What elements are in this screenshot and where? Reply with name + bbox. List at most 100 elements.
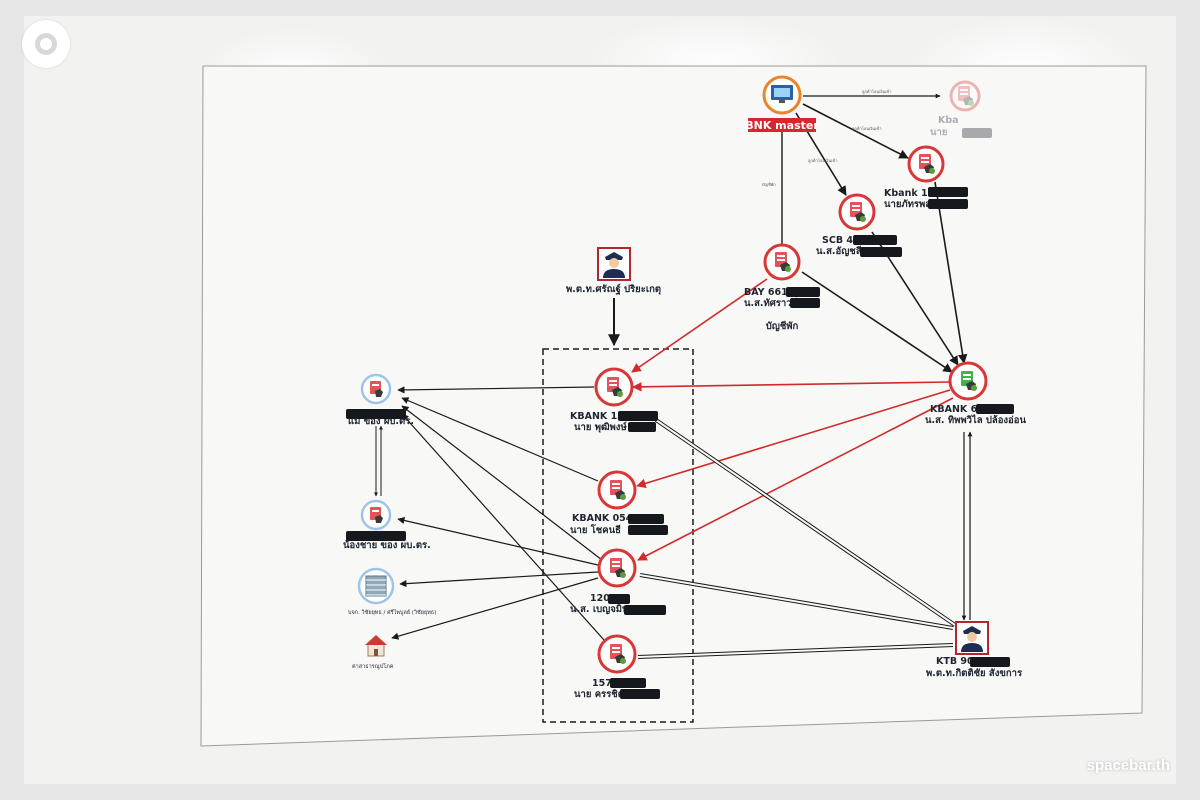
edge-label: บัญชีพัก (762, 182, 776, 187)
edge-master-to-133 (802, 103, 909, 159)
node-utility: ค่าสาธารณูปโภค (352, 635, 394, 670)
redaction-bar (610, 678, 646, 688)
redaction-bar (976, 404, 1014, 414)
redaction-bar (790, 298, 820, 308)
edge-137-to-mother (397, 386, 595, 394)
master-label: BNK master (745, 119, 819, 132)
node-label: KBANK 0541 (572, 513, 639, 524)
node-label: แม่ ของ ผบ.ตร. (348, 416, 414, 427)
node-label: นาย (930, 127, 947, 138)
edge-157-to-902-inner (637, 644, 954, 658)
edge-label: ลูกค้าโอนเงินเข้า (862, 89, 891, 95)
redaction-bar (928, 187, 968, 197)
node-label: KTB 902 (936, 656, 980, 667)
bank-account-icon (610, 558, 626, 578)
edge-120-to-brother (397, 516, 599, 566)
node-mother: แม่ ของ ผบ.ตร. (346, 373, 414, 427)
node-company: บจก. วิชัยยุทธ / ศรีไพบูลย์ (วิชัยยุทธ) (348, 567, 436, 616)
edge-133-to-652 (934, 181, 968, 364)
node-label: Kba (938, 115, 959, 126)
node-label: Kbank 133 (884, 188, 941, 199)
node-police_top: พ.ต.ท.ศรัณฐ์ ปริยะเกตุ (566, 247, 661, 295)
node-label: นาย พุฒิพงษ์ (574, 421, 627, 433)
edge-652-to-137 (632, 381, 951, 392)
redaction-bar (346, 409, 406, 419)
node-label: น.ส. ทิพพวิไล ปล้องอ่อน (925, 414, 1026, 426)
police-officer-icon (955, 621, 989, 655)
house-icon (365, 635, 387, 657)
master-label-bg (748, 118, 816, 132)
node-label: น้องชาย ของ ผบ.ตร. (343, 539, 431, 551)
node-label: นาย ครรชิต (574, 689, 624, 700)
node-label: น.ส. เบญจมิน (570, 604, 629, 615)
node-label: KBANK 137 (570, 411, 630, 422)
node-label: KBANK 652 (930, 404, 990, 415)
edge-120-to-mother (401, 405, 603, 561)
brand-logo-icon (22, 20, 70, 68)
node-bnk-master: BNK master (745, 75, 819, 132)
edge-120-to-utility (391, 577, 599, 640)
edge-label: ลูกค้าโอนเงินเข้า (808, 158, 837, 164)
bank-account-icon (958, 86, 974, 106)
redaction-bar (628, 422, 656, 432)
redaction-bar (970, 657, 1010, 667)
node-label: 157 (592, 678, 612, 689)
bank-account-icon (961, 371, 977, 391)
edge-661-to-137 (631, 278, 768, 373)
police-officer-icon (597, 247, 631, 281)
node-label: น.ส.อัญชลี (816, 245, 862, 257)
group-box (542, 348, 694, 723)
node-label: บจก. วิชัยยุทธ / ศรีไพบูลย์ (วิชัยยุทธ) (348, 609, 436, 616)
edge-661-to-652 (801, 271, 953, 373)
redaction-bar (853, 235, 897, 245)
bank-account-icon (610, 644, 626, 664)
node-label: พ.ต.ท.ศรัณฐ์ ปริยะเกตุ (566, 283, 661, 295)
redaction-bar (786, 287, 820, 297)
redaction-bar (624, 605, 666, 615)
bank-account-blue-icon (370, 507, 383, 523)
edge-157-to-mother (401, 413, 605, 641)
edge-054-to-mother (401, 397, 599, 482)
redaction-bar (928, 199, 968, 209)
bank-account-icon (850, 202, 866, 222)
bank-account-icon (919, 154, 935, 174)
bank-account-icon (775, 252, 791, 272)
node-label: นาย โชคนธี (570, 524, 621, 536)
redaction-bar (628, 525, 668, 535)
node-label: นายภัทรพล (884, 199, 931, 210)
node-label: บัญชีพัก (766, 320, 799, 332)
bank-account-icon (610, 480, 626, 500)
node-label: ค่าสาธารณูปโภค (352, 662, 394, 670)
edge-137-to-902-inner (655, 419, 956, 626)
node-label: BAY 661 (744, 287, 788, 298)
edge-652-to-054 (636, 389, 951, 489)
edge-652-to-120 (637, 397, 954, 561)
brand-watermark: spacebar.th (1086, 757, 1170, 774)
edge-120-to-company (399, 571, 599, 588)
slide-panel (200, 65, 1147, 747)
node-brother: น้องชาย ของ ผบ.ตร. (343, 499, 431, 551)
edge-120-to-902-inner (639, 574, 954, 629)
redaction-bar (346, 531, 406, 541)
redaction-bar (620, 689, 660, 699)
redaction-bar (962, 128, 992, 138)
redaction-bar (608, 594, 630, 604)
node-label: SCB 407 (822, 235, 866, 246)
bank-account-blue-icon (370, 381, 383, 397)
redaction-bar (628, 514, 664, 524)
office-building-icon (365, 575, 387, 597)
redaction-bar (618, 411, 658, 421)
node-label: น.ส.ทัศราวดี (744, 297, 798, 309)
bank-account-icon (607, 377, 623, 397)
node-label: พ.ต.ท.กิตติชัย สังขการ (926, 668, 1023, 679)
